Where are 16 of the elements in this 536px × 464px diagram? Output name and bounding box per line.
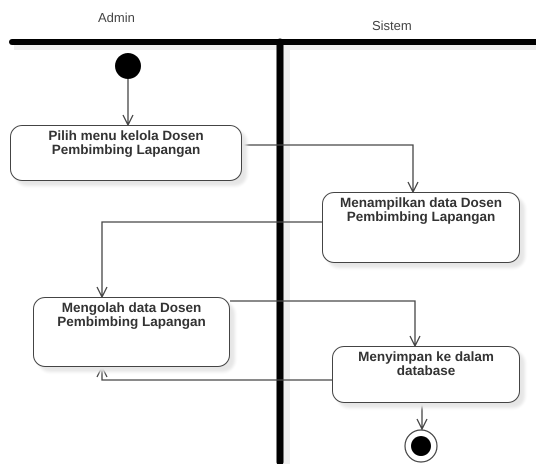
activity-text: Menampilkan data Dosen Pembimbing Lapangan [338,196,504,224]
arrow [122,79,134,126]
activity-text: Pilih menu kelola Dosen Pembimbing Lapangan [47,129,205,157]
activity-text: Mengolah data Dosen Pembimbing Lapangan [56,301,207,329]
activity-text: Menyimpan ke dalam database [357,350,495,378]
arrow [416,403,428,430]
arrow [96,366,332,381]
activity-box [10,125,242,181]
activity-box [332,346,520,403]
arrow [242,144,419,193]
arrow [96,221,322,298]
activity-box [33,297,230,367]
arrow [230,300,421,347]
swimlane-label: Admin [98,10,135,25]
swimlane-label: Sistem [372,18,412,33]
activity-box [322,192,520,263]
